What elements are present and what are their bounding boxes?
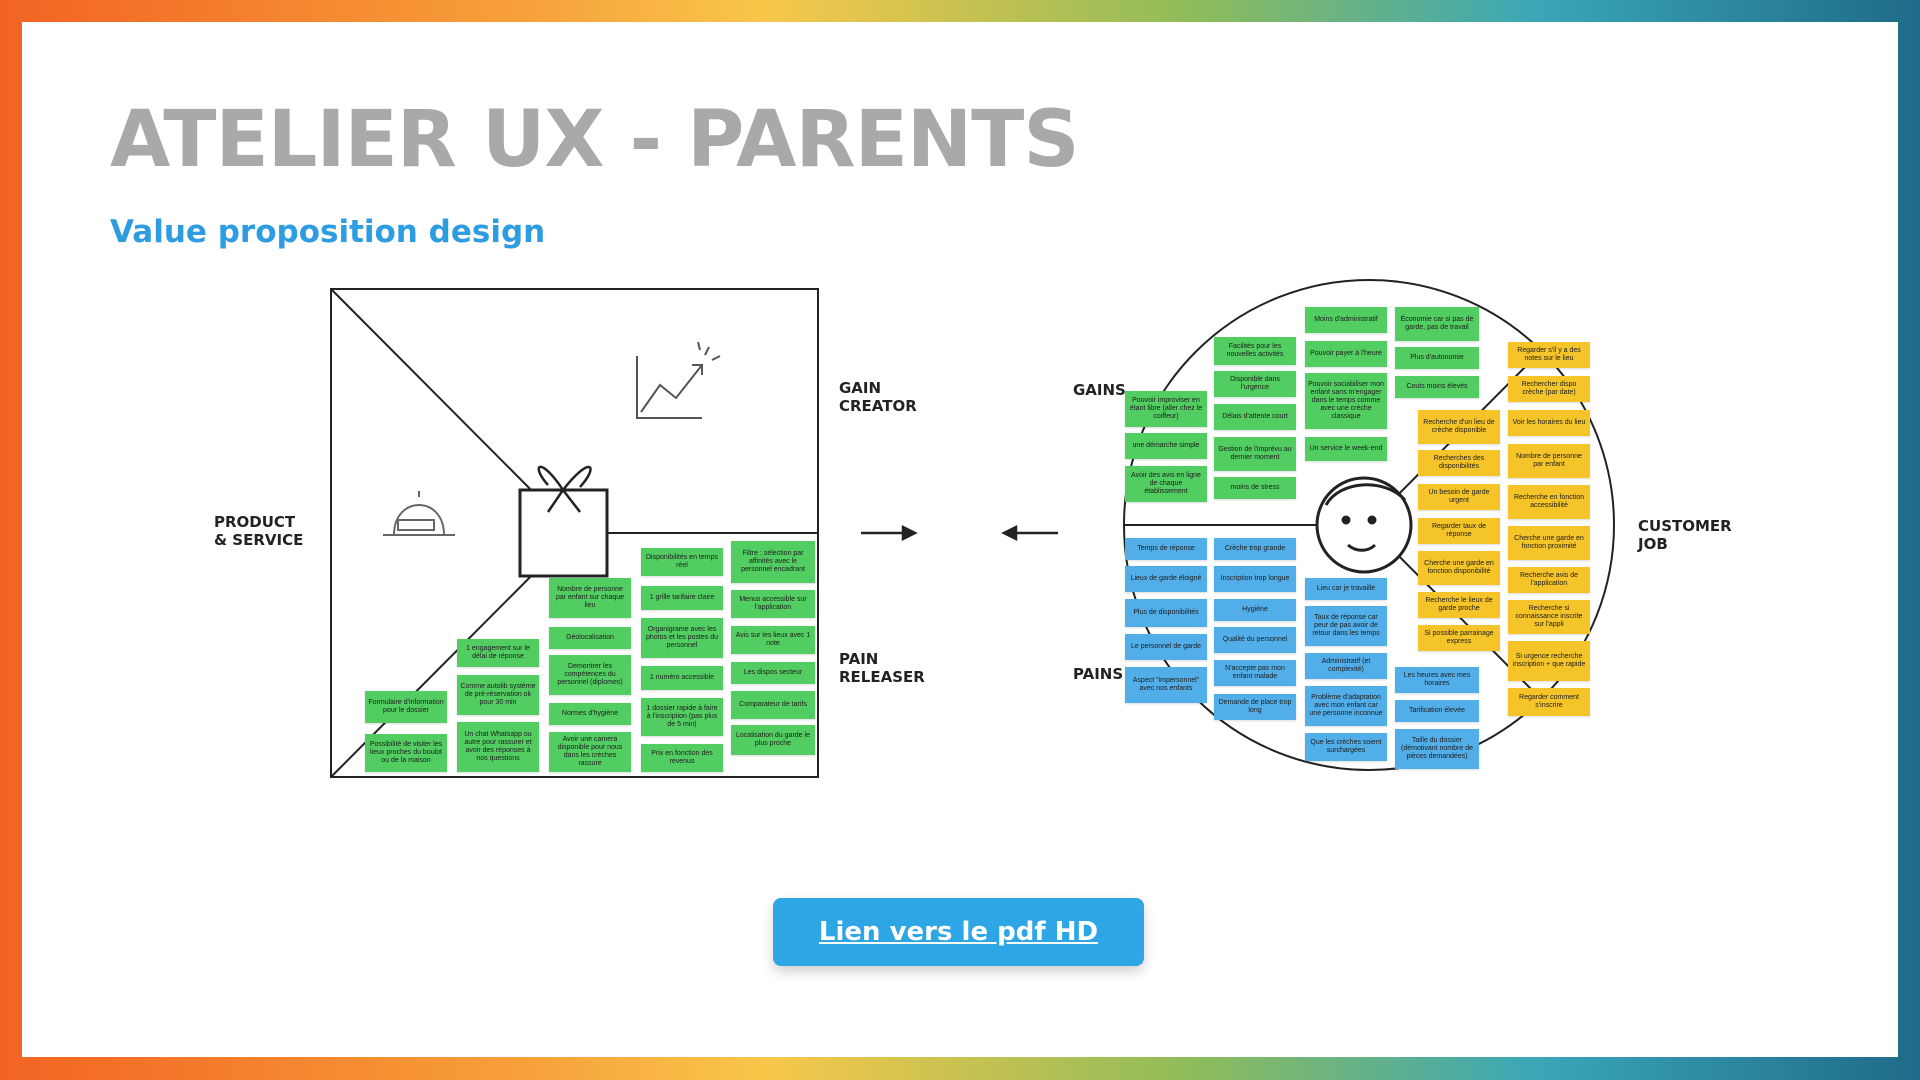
growth-chart-icon xyxy=(636,341,721,419)
sticky-note: 1 engagement sur le délai de réponse xyxy=(457,639,539,667)
sticky-note: Délais d'attente court xyxy=(1214,404,1296,430)
page-title: ATELIER UX - PARENTS xyxy=(110,95,1080,185)
label-gain-creator: GAIN CREATOR xyxy=(839,379,917,415)
sticky-note: Menus accessible sur l'application xyxy=(731,590,815,618)
sticky-note: une démarche simple xyxy=(1125,433,1207,459)
sticky-note: Si possible parrainage express xyxy=(1418,625,1500,651)
sticky-note: Crèche trop grande xyxy=(1214,538,1296,560)
sticky-note: Géolocalisation xyxy=(549,627,631,649)
sticky-note: Avoir une camera disponible pour nous da… xyxy=(549,732,631,772)
sticky-note: Plus de disponibilités xyxy=(1125,599,1207,627)
sticky-note: Avoir des avis en ligne de chaque établi… xyxy=(1125,466,1207,502)
sticky-note: moins de stress xyxy=(1214,477,1296,499)
sticky-note: Recherche avis de l'application xyxy=(1508,567,1590,593)
sticky-note: Comme autolib système de pré-réservation… xyxy=(457,675,539,715)
sticky-note: Un besoin de garde urgent xyxy=(1418,484,1500,510)
pdf-hd-link-button[interactable]: Lien vers le pdf HD xyxy=(773,898,1144,966)
sticky-note: Inscription trop longue xyxy=(1214,566,1296,592)
gift-icon xyxy=(518,465,609,578)
sticky-note: Taille du dossier (démotivant nombre de … xyxy=(1395,729,1479,769)
label-pains: PAINS xyxy=(1073,665,1124,683)
sticky-note: Cherche une garde en fonction disponibil… xyxy=(1418,551,1500,585)
label-product-service: PRODUCT & SERVICE xyxy=(214,513,304,549)
sticky-note: Moins d'administratif xyxy=(1305,307,1387,333)
sticky-note: Filtre : sélection par affinités avec le… xyxy=(731,541,815,583)
sticky-note: Prix en fonction des revenus xyxy=(641,744,723,772)
page-subtitle: Value proposition design xyxy=(110,214,546,250)
sticky-note: Recherche d'un lieu de crèche disponible xyxy=(1418,410,1500,444)
sticky-note: Normes d'hygiène xyxy=(549,703,631,725)
sticky-note: Tarification élevée xyxy=(1395,700,1479,722)
sticky-note: Organigrame avec les photos et les poste… xyxy=(641,618,723,658)
sticky-note: Voir les horaires du lieu xyxy=(1508,410,1590,436)
sticky-note: Demontrer les compétences du personnel (… xyxy=(549,655,631,695)
sticky-note: Pouvoir payer à l'heure xyxy=(1305,341,1387,367)
sticky-note: Pouvoir improviser en étant libre (aller… xyxy=(1125,391,1207,427)
sticky-note: Regarder s'il y a des notes sur le lieu xyxy=(1508,342,1590,368)
sticky-note: Qualité du personnel xyxy=(1214,627,1296,653)
sticky-note: Pouvoir sociabiliser mon enfant sans m'e… xyxy=(1305,373,1387,429)
sticky-note: Regarder comment s'inscrire xyxy=(1508,688,1590,716)
sticky-note: Disponibilités en temps réel xyxy=(641,548,723,576)
sticky-note: Le personnel de garde xyxy=(1125,634,1207,660)
label-gains: GAINS xyxy=(1073,381,1126,399)
sticky-note: Nombre de personne par enfant sur chaque… xyxy=(549,578,631,618)
sticky-note: Les heures avec mes horaires xyxy=(1395,667,1479,693)
label-pain-releaser: PAIN RELEASER xyxy=(839,650,925,686)
sticky-note: Recherches des disponibilités xyxy=(1418,450,1500,476)
label-customer-job: CUSTOMER JOB xyxy=(1638,517,1732,553)
sticky-note: Si urgence recherche inscription + que r… xyxy=(1508,641,1590,681)
sticky-note: N'accepte pas mon enfant malade xyxy=(1214,660,1296,686)
sticky-note: Lieu car je travaille xyxy=(1305,578,1387,600)
sticky-note: Recherche si connaissance inscrite sur l… xyxy=(1508,600,1590,634)
sticky-note: Localisation du garde le plus proche xyxy=(731,725,815,755)
sticky-note: Temps de réponse xyxy=(1125,538,1207,560)
arrow-right-icon xyxy=(861,524,918,542)
sticky-note: Couts moins élevés xyxy=(1395,376,1479,398)
sticky-note: Économie car si pas de garde, pas de tra… xyxy=(1395,307,1479,341)
sticky-note: Regarder taux de réponse xyxy=(1418,518,1500,544)
sticky-note: Un chat Whatsapp ou autre pour rassurer … xyxy=(457,722,539,772)
sticky-note: Formulaire d'information pour le dossier xyxy=(365,691,447,723)
sticky-note: Les dispos secteur xyxy=(731,662,815,684)
sticky-note: Taux de réponse car peur de pas avoir de… xyxy=(1305,606,1387,646)
sticky-note: Un service le week-end xyxy=(1305,437,1387,461)
arrow-left-icon xyxy=(1001,524,1058,542)
sticky-note: Demande de place trop long xyxy=(1214,694,1296,720)
sticky-note: Comparateur de tarifs xyxy=(731,691,815,719)
sticky-note: Facilités pour les nouvelles activités xyxy=(1214,337,1296,365)
customer-face-icon xyxy=(1315,476,1413,574)
sticky-note: Que les crèches soient surchargées xyxy=(1305,733,1387,761)
sticky-note: 1 dossier rapide à faire à l'inscription… xyxy=(641,698,723,736)
sticky-note: Recherche en fonction accessibilité xyxy=(1508,485,1590,519)
cloche-icon xyxy=(383,491,455,536)
sticky-note: Cherche une garde en fonction proximité xyxy=(1508,526,1590,560)
sticky-note: Gestion de l'imprévu au dernier moment xyxy=(1214,437,1296,471)
sticky-note: Lieux de garde éloigné xyxy=(1125,566,1207,592)
sticky-note: Problème d'adaptation avec mon enfant ca… xyxy=(1305,686,1387,726)
sticky-note: Disponible dans l'urgence xyxy=(1214,371,1296,397)
sticky-note: Nombre de personne par enfant xyxy=(1508,444,1590,478)
sticky-note: Administratif (et complexité) xyxy=(1305,653,1387,679)
sticky-note: Rechercher dispo crèche (par date) xyxy=(1508,376,1590,402)
sticky-note: Plus d'autonomie xyxy=(1395,347,1479,369)
sticky-note: Hygiène xyxy=(1214,599,1296,621)
sticky-note: 1 grille tarifaire claire xyxy=(641,586,723,610)
sticky-note: Aspect "impersonnel" avec nos enfants xyxy=(1125,667,1207,703)
sticky-note: Avis sur les lieux avec 1 note xyxy=(731,626,815,654)
sticky-note: Recherche le lieux de garde proche xyxy=(1418,592,1500,618)
sticky-note: Possibilité de visiter les lieux proches… xyxy=(365,734,447,772)
sticky-note: 1 numéro accessible xyxy=(641,666,723,690)
